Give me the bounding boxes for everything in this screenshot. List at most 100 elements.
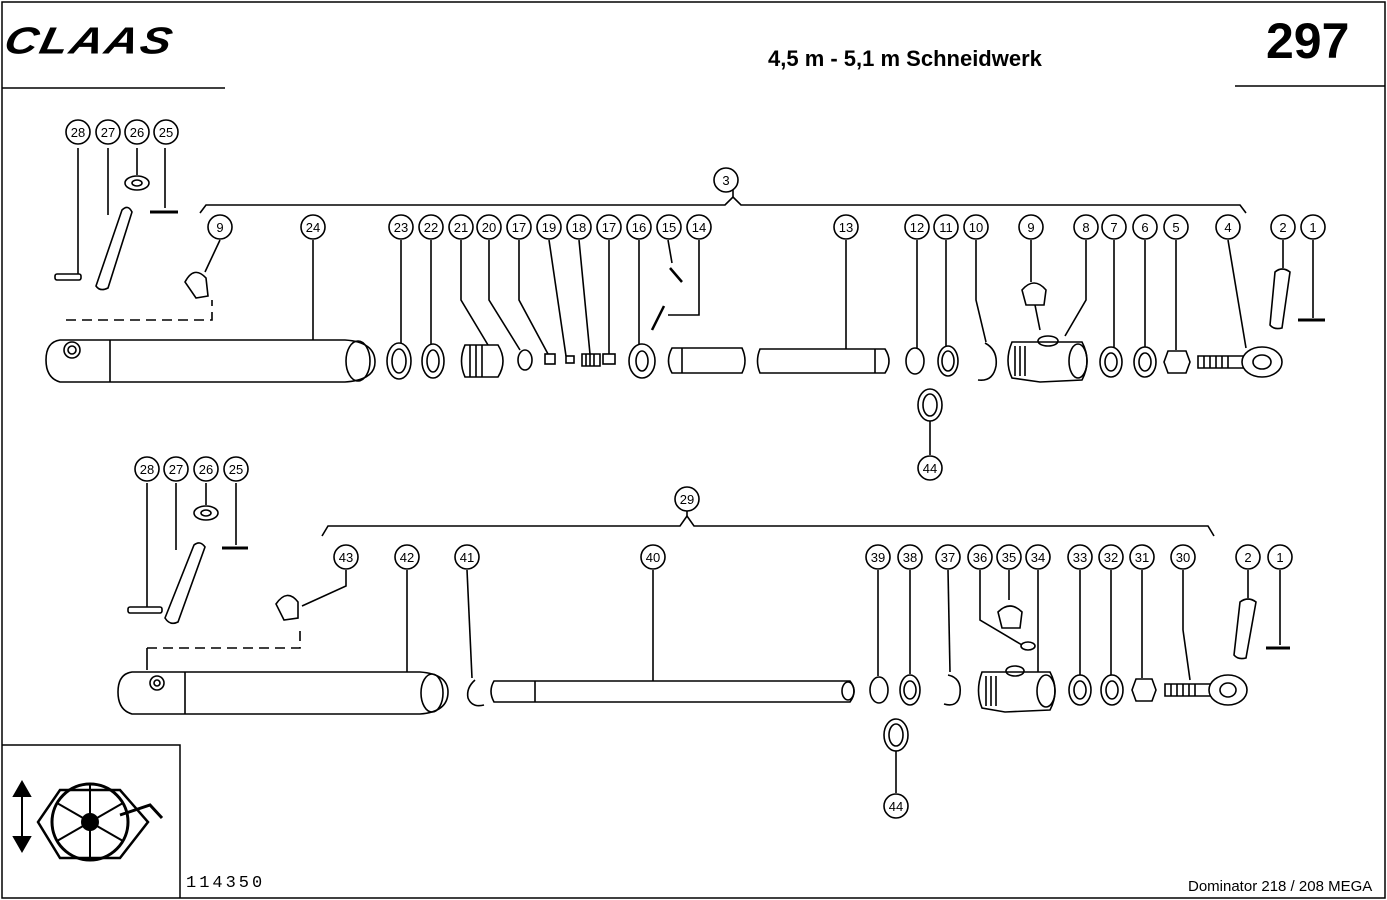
callout-label: 2 <box>1279 220 1286 235</box>
callout-37: 37 <box>935 544 961 570</box>
callout-label: 4 <box>1224 220 1231 235</box>
callout-7: 7 <box>1101 214 1127 240</box>
callout-label: 28 <box>140 462 154 477</box>
callout-label: 8 <box>1082 220 1089 235</box>
callout-label: 35 <box>1002 550 1016 565</box>
callout-24: 24 <box>300 214 326 240</box>
callout-9: 9 <box>1018 214 1044 240</box>
callout-label: 34 <box>1031 550 1045 565</box>
callout-28: 28 <box>134 456 160 482</box>
callout-1: 1 <box>1267 544 1293 570</box>
callout-label: 1 <box>1276 550 1283 565</box>
callout-5: 5 <box>1163 214 1189 240</box>
callout-21: 21 <box>448 214 474 240</box>
callout-20: 20 <box>476 214 502 240</box>
callout-30: 30 <box>1170 544 1196 570</box>
callout-label: 27 <box>169 462 183 477</box>
callout-label: 14 <box>692 220 706 235</box>
callout-label: 26 <box>130 125 144 140</box>
callout-label: 33 <box>1073 550 1087 565</box>
callout-label: 43 <box>339 550 353 565</box>
callout-3: 3 <box>713 167 739 193</box>
callout-26: 26 <box>193 456 219 482</box>
callout-6: 6 <box>1132 214 1158 240</box>
callout-label: 15 <box>662 220 676 235</box>
callout-16: 16 <box>626 214 652 240</box>
callout-26: 26 <box>124 119 150 145</box>
callout-label: 3 <box>722 173 729 188</box>
callout-label: 7 <box>1110 220 1117 235</box>
callout-label: 25 <box>229 462 243 477</box>
callout-label: 11 <box>939 220 953 235</box>
callout-label: 17 <box>602 220 616 235</box>
callout-label: 13 <box>839 220 853 235</box>
reel-adjust-icon <box>12 779 164 862</box>
callout-35: 35 <box>996 544 1022 570</box>
callout-17: 17 <box>506 214 532 240</box>
page-number: 297 <box>1266 13 1350 69</box>
callout-label: 1 <box>1309 220 1316 235</box>
callout-44: 44 <box>883 793 909 819</box>
callout-19: 19 <box>536 214 562 240</box>
page-subtitle: 4,5 m - 5,1 m Schneidwerk <box>768 46 1042 71</box>
callout-2: 2 <box>1270 214 1296 240</box>
callout-41: 41 <box>454 544 480 570</box>
callout-14: 14 <box>686 214 712 240</box>
callout-label: 2 <box>1244 550 1251 565</box>
callout-label: 28 <box>71 125 85 140</box>
upper-assembly <box>45 148 1325 455</box>
callout-40: 40 <box>640 544 666 570</box>
callout-label: 16 <box>632 220 646 235</box>
callout-label: 5 <box>1172 220 1179 235</box>
callout-label: 18 <box>572 220 586 235</box>
callout-label: 10 <box>969 220 983 235</box>
callout-43: 43 <box>333 544 359 570</box>
callout-38: 38 <box>897 544 923 570</box>
callout-34: 34 <box>1025 544 1051 570</box>
callout-label: 44 <box>889 799 903 814</box>
callout-31: 31 <box>1129 544 1155 570</box>
callout-8: 8 <box>1073 214 1099 240</box>
callout-13: 13 <box>833 214 859 240</box>
callout-label: 19 <box>542 220 556 235</box>
callout-label: 29 <box>680 492 694 507</box>
callout-label: 44 <box>923 461 937 476</box>
callout-28: 28 <box>65 119 91 145</box>
callout-label: 31 <box>1135 550 1149 565</box>
callout-32: 32 <box>1098 544 1124 570</box>
callout-label: 32 <box>1104 550 1118 565</box>
callout-label: 23 <box>394 220 408 235</box>
callout-15: 15 <box>656 214 682 240</box>
callout-label: 27 <box>101 125 115 140</box>
callout-label: 37 <box>941 550 955 565</box>
callout-1: 1 <box>1300 214 1326 240</box>
callout-9: 9 <box>207 214 233 240</box>
callout-2: 2 <box>1235 544 1261 570</box>
callout-label: 24 <box>306 220 320 235</box>
callout-label: 6 <box>1141 220 1148 235</box>
callout-25: 25 <box>223 456 249 482</box>
callout-44: 44 <box>917 455 943 481</box>
callout-label: 30 <box>1176 550 1190 565</box>
callout-label: 21 <box>454 220 468 235</box>
callout-label: 26 <box>199 462 213 477</box>
callout-label: 22 <box>424 220 438 235</box>
callout-label: 17 <box>512 220 526 235</box>
callout-label: 9 <box>1027 220 1034 235</box>
callout-label: 20 <box>482 220 496 235</box>
callout-label: 9 <box>216 220 223 235</box>
callout-label: 42 <box>400 550 414 565</box>
lower-assembly <box>117 483 1290 793</box>
callout-17: 17 <box>596 214 622 240</box>
callout-label: 12 <box>910 220 924 235</box>
callout-39: 39 <box>865 544 891 570</box>
callout-23: 23 <box>388 214 414 240</box>
callout-29: 29 <box>674 486 700 512</box>
callout-18: 18 <box>566 214 592 240</box>
callout-11: 11 <box>933 214 959 240</box>
model-label: Dominator 218 / 208 MEGA <box>1188 878 1373 895</box>
callout-22: 22 <box>418 214 444 240</box>
